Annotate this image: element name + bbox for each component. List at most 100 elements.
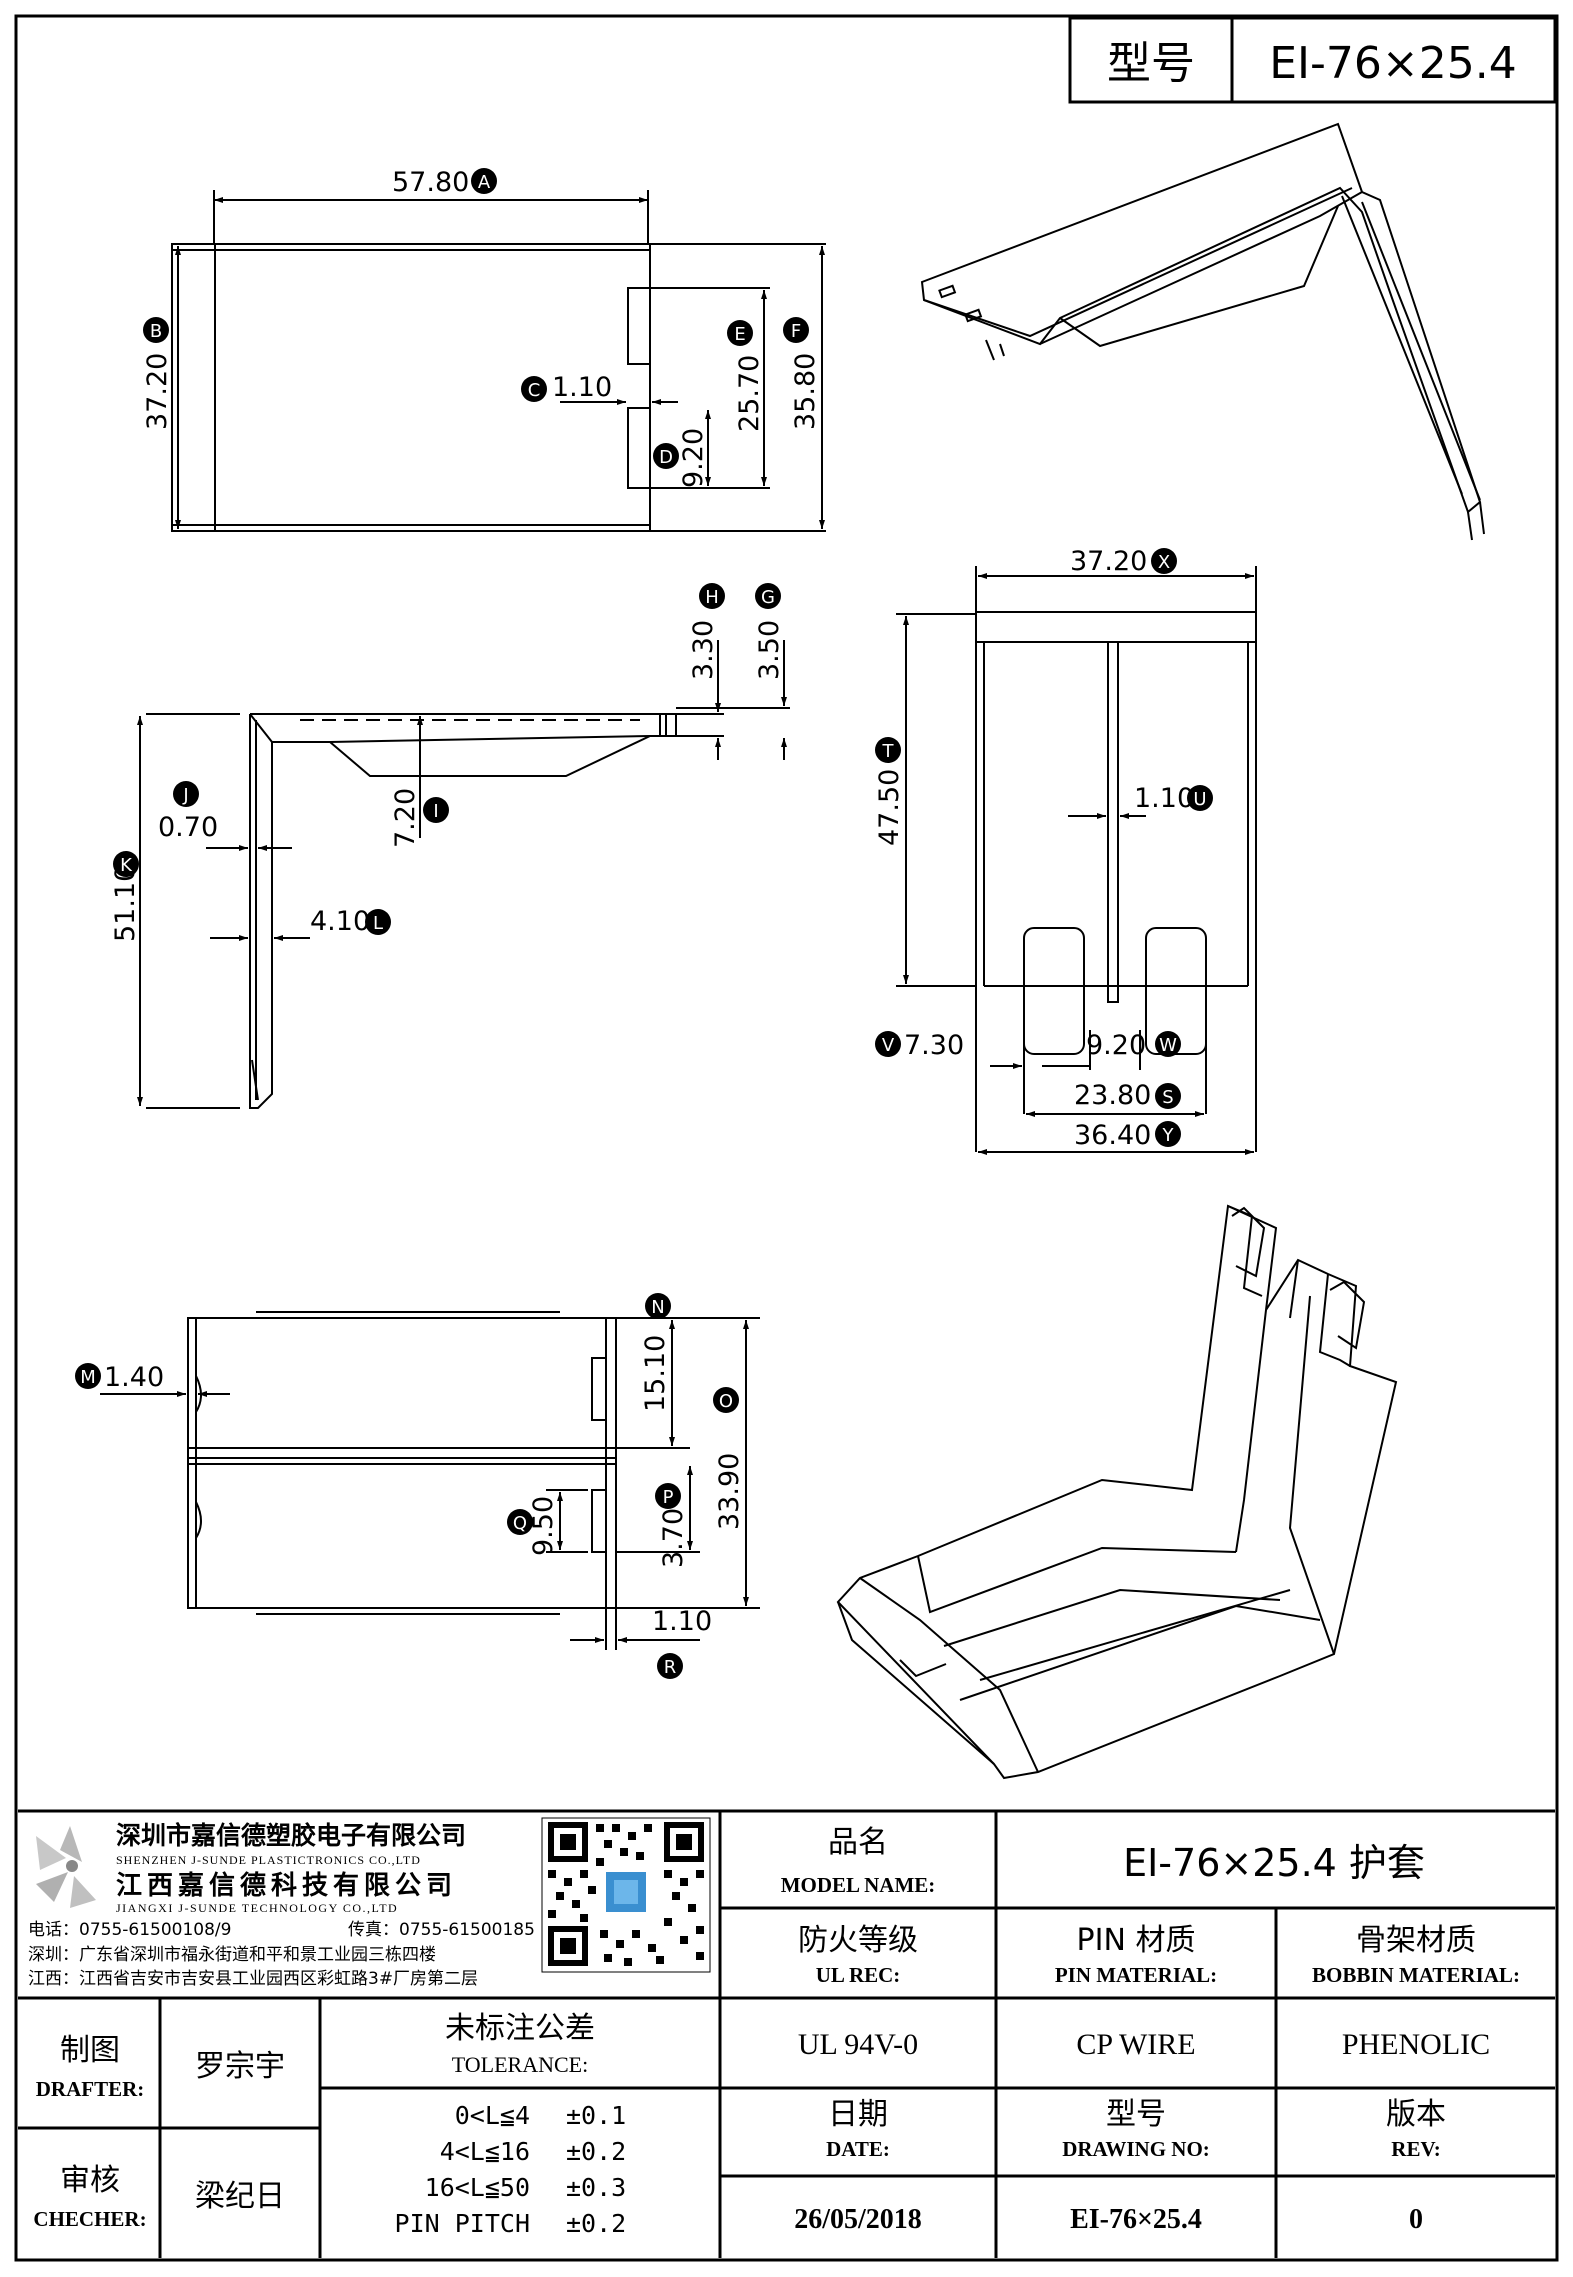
callout-c: C <box>521 376 547 402</box>
dim-1-10-c: 1.10 <box>552 372 612 403</box>
svg-text:T: T <box>882 741 895 762</box>
top-view <box>171 190 826 532</box>
tolerance-range-3: 16<L≦50 <box>425 2173 530 2202</box>
model-name-value: EI-76×25.4 护套 <box>1123 1841 1425 1885</box>
dim-4-10-l: 4.10 <box>310 906 370 937</box>
callout-m: M <box>75 1363 101 1389</box>
svg-text:R: R <box>664 1657 677 1678</box>
svg-text:O: O <box>719 1391 733 1412</box>
header-box: 型号 EI-76×25.4 <box>1068 16 1557 104</box>
callout-d: D <box>653 443 679 469</box>
dim-36-40-y: 36.40 <box>1074 1120 1151 1151</box>
tolerance-cn: 未标注公差 <box>445 2011 595 2046</box>
callout-l: L <box>365 909 391 935</box>
dim-23-80-s: 23.80 <box>1074 1080 1151 1111</box>
company-name-jiangxi: 江西嘉信德科技有限公司 <box>116 1871 457 1901</box>
callout-t: T <box>875 737 901 763</box>
header-label: 型号 <box>1107 38 1195 89</box>
svg-text:K: K <box>120 855 133 876</box>
callout-n: N <box>645 1293 671 1319</box>
callout-g: G <box>755 583 781 609</box>
callout-s: S <box>1155 1083 1181 1109</box>
svg-text:F: F <box>791 321 801 342</box>
drafter-cn: 制图 <box>60 2033 120 2068</box>
isometric-view-top <box>920 122 1485 541</box>
model-name-en: MODEL NAME: <box>781 1873 936 1897</box>
dim-1-10-u: 1.10 <box>1134 783 1194 814</box>
svg-text:D: D <box>659 447 673 468</box>
svg-text:V: V <box>882 1035 895 1056</box>
callout-r: R <box>657 1653 683 1679</box>
bobbin-material-cn: 骨架材质 <box>1356 1923 1476 1958</box>
checker-cn: 审核 <box>60 2163 120 2198</box>
pin-material-value: CP WIRE <box>1076 2028 1195 2061</box>
dim-7-30-v: 7.30 <box>904 1030 964 1061</box>
drawing-no-value: EI-76×25.4 <box>1070 2204 1202 2235</box>
svg-text:J: J <box>182 785 188 806</box>
ul-rec-en: UL REC: <box>816 1963 901 1987</box>
svg-text:Q: Q <box>513 1513 527 1534</box>
svg-text:B: B <box>150 321 162 342</box>
company-name-shenzhen: 深圳市嘉信德塑胶电子有限公司 <box>116 1821 466 1850</box>
front-view <box>896 566 1257 1155</box>
callout-w: W <box>1155 1031 1181 1057</box>
svg-text:G: G <box>761 587 775 608</box>
company-name-jiangxi-en: JIANGXI J-SUNDE TECHNOLOGY CO.,LTD <box>116 1901 398 1915</box>
tolerance-range-2: 4<L≦16 <box>440 2137 530 2166</box>
callout-a: A <box>471 168 497 194</box>
tolerance-en: TOLERANCE: <box>452 2052 588 2077</box>
bobbin-material-value: PHENOLIC <box>1342 2028 1490 2061</box>
svg-text:M: M <box>80 1367 96 1388</box>
callout-o: O <box>713 1387 739 1413</box>
title-block-grid <box>18 1809 1555 2258</box>
tolerance-range-1: 0<L≦4 <box>455 2101 530 2130</box>
svg-text:Y: Y <box>1162 1125 1175 1146</box>
checker-en: CHECHER: <box>33 2207 146 2231</box>
bobbin-material-en: BOBBIN MATERIAL: <box>1312 1963 1520 1987</box>
dim-15-10-n: 15.10 <box>640 1335 671 1412</box>
tolerance-value-1: ±0.1 <box>566 2101 626 2130</box>
dim-47-50-t: 47.50 <box>874 769 905 846</box>
dim-7-20-i: 7.20 <box>390 788 421 848</box>
dim-1-10-r: 1.10 <box>652 1606 712 1637</box>
callout-j: J <box>173 781 199 807</box>
callout-q: Q <box>507 1509 533 1535</box>
company-logo <box>36 1826 96 1908</box>
drawing-no-en: DRAWING NO: <box>1062 2137 1210 2161</box>
svg-text:E: E <box>734 324 745 345</box>
tolerance-range-4: PIN PITCH <box>395 2209 530 2238</box>
rev-value: 0 <box>1409 2204 1423 2235</box>
checker-name: 梁纪日 <box>195 2179 285 2214</box>
svg-text:U: U <box>1193 789 1206 810</box>
model-name-cn: 品名 <box>828 1825 888 1860</box>
dim-25-70-e: 25.70 <box>734 355 765 432</box>
dim-51-10-k: 51.10 <box>110 865 141 942</box>
qr-code <box>541 1817 711 1973</box>
dim-3-30-h: 3.30 <box>688 620 719 680</box>
svg-text:I: I <box>433 801 438 822</box>
dim-3-70-p: 3.70 <box>658 1508 689 1568</box>
callout-h: H <box>699 583 725 609</box>
ul-rec-value: UL 94V-0 <box>798 2028 918 2061</box>
dim-3-50-g: 3.50 <box>754 620 785 680</box>
callout-e: E <box>727 320 753 346</box>
ul-rec-cn: 防火等级 <box>798 1923 918 1958</box>
date-value: 26/05/2018 <box>794 2204 922 2235</box>
callout-b: B <box>143 317 169 343</box>
dim-37-20-b: 37.20 <box>142 353 173 430</box>
dim-35-80-f: 35.80 <box>790 353 821 430</box>
callout-x: X <box>1151 548 1177 574</box>
svg-text:N: N <box>651 1297 664 1318</box>
isometric-view-bottom <box>836 1204 1398 1780</box>
dim-1-40-m: 1.40 <box>104 1362 164 1393</box>
svg-text:H: H <box>705 587 719 608</box>
drafter-name: 罗宗宇 <box>195 2049 285 2084</box>
company-fax: 传真：0755-61500185 <box>348 1920 535 1940</box>
svg-text:P: P <box>663 1487 674 1508</box>
tolerance-value-3: ±0.3 <box>566 2173 626 2202</box>
date-cn: 日期 <box>828 2097 888 2132</box>
dim-9-20-w: 9.20 <box>1086 1030 1146 1061</box>
dim-9-20-d: 9.20 <box>678 428 709 488</box>
callout-f: F <box>783 317 809 343</box>
side-view <box>137 640 790 1109</box>
